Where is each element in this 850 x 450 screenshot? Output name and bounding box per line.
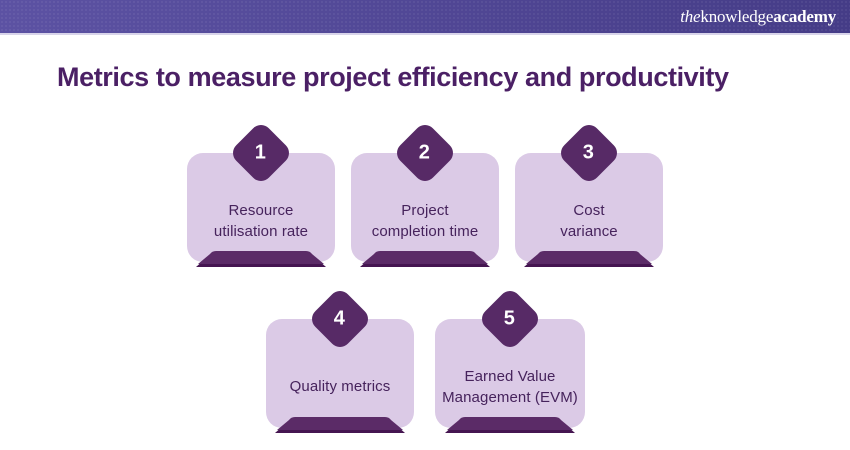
metric-label-5: Earned Value Management (EVM)	[442, 367, 578, 406]
card-base-shape	[445, 417, 575, 433]
badge-number: 3	[583, 141, 595, 164]
card-base-shape	[360, 251, 490, 267]
logo-the: the	[680, 7, 701, 26]
badge-number: 4	[334, 307, 346, 330]
card-base-shape	[524, 251, 654, 267]
card-base-shape	[275, 417, 405, 433]
badge-number: 5	[504, 307, 516, 330]
brand-logo: theknowledgeacademy	[680, 7, 836, 27]
number-badge-1: 1	[228, 120, 294, 186]
number-badge-3: 3	[556, 120, 622, 186]
metric-label-4: Quality metrics	[289, 378, 391, 395]
metric-label-2: Project completion time	[371, 201, 479, 240]
card-base-shape	[196, 251, 326, 267]
header-bar: theknowledgeacademy	[0, 0, 850, 35]
metric-label-3: Cost variance	[560, 201, 618, 240]
badge-number: 2	[419, 141, 431, 164]
number-badge-4: 4	[307, 286, 373, 352]
metric-label-1: Resource utilisation rate	[213, 201, 309, 240]
metric-card-5: 5 Earned Value Management (EVM)	[435, 286, 585, 433]
logo-knowledge: knowledge	[700, 7, 774, 26]
page-title: Metrics to measure project efficiency an…	[57, 62, 729, 92]
metric-card-1: 1 Resource utilisation rate	[187, 120, 335, 267]
metric-card-3: 3 Cost variance	[515, 120, 663, 267]
number-badge-2: 2	[392, 120, 458, 186]
logo-academy: academy	[773, 7, 836, 26]
badge-number: 1	[255, 141, 267, 164]
number-badge-5: 5	[477, 286, 543, 352]
metric-card-2: 2 Project completion time	[351, 120, 499, 267]
metric-card-4: 4 Quality metrics	[266, 286, 414, 433]
